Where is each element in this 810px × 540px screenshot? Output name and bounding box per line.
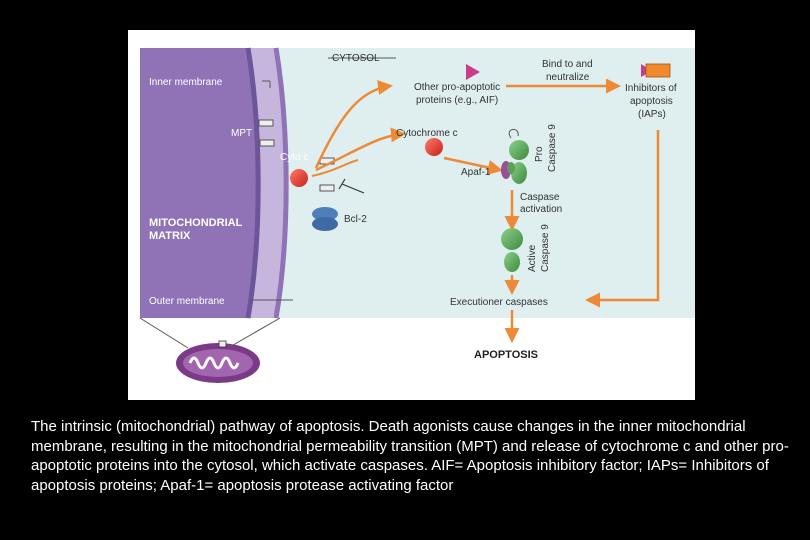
executioner-caspases-label: Executioner caspases [450, 297, 548, 308]
bind-neutralize-label-line2: neutralize [546, 72, 590, 83]
arrow-to-cytochrome-c [315, 127, 406, 172]
active-caspase9-label-line1: Active [527, 244, 538, 272]
caspase-activation-label-line2: activation [520, 204, 562, 215]
cytochrome-c-label: Cytochrome c [396, 128, 458, 139]
bcl2-label: Bcl-2 [344, 214, 367, 225]
iaps-label-line1: Inhibitors of [625, 83, 677, 94]
other-proapoptotic-label-line2: proteins (e.g., AIF) [416, 95, 498, 106]
arrow-iaps-to-executioner [585, 130, 660, 308]
arrow-cytc-to-apaf [443, 156, 503, 175]
active-caspase-9-protein [501, 228, 523, 272]
outer-membrane [273, 47, 289, 319]
outer-membrane-label: Outer membrane [149, 296, 225, 307]
matrix-region [140, 48, 259, 318]
arrow-cytc-release [311, 159, 359, 177]
mitochondrion-inset [139, 317, 281, 383]
matrix-label-line1: MITOCHONDRIAL [149, 217, 243, 229]
arrow-to-other-proteins [314, 80, 393, 169]
cyto-c-label: Cyto c [280, 152, 308, 163]
pro-caspase9-label-line2: Caspase 9 [547, 124, 558, 172]
apaf1-label: Apaf-1 [461, 167, 491, 178]
other-proapoptotic-label-line1: Other pro-apoptotic [414, 82, 500, 93]
inner-membrane-label: Inner membrane [149, 77, 223, 88]
iaps-label-line3: (IAPs) [638, 109, 666, 120]
inner-membrane [245, 47, 261, 319]
mpt-pore [259, 139, 275, 147]
active-caspase9-label-line2: Caspase 9 [540, 224, 551, 272]
bind-neutralize-label-line1: Bind to and [542, 59, 593, 70]
apoptosis-label: APOPTOSIS [474, 349, 538, 361]
bcl2-inhibition-line [341, 183, 365, 194]
caspase-activation-label-line1: Caspase [520, 192, 560, 203]
bcl2-protein [312, 207, 338, 231]
pro-caspase-9-protein [507, 129, 529, 184]
outer-pore [319, 184, 335, 192]
iaps-label-line2: apoptosis [630, 96, 673, 107]
mpt-pore [258, 119, 274, 127]
cytochrome-c-sphere [425, 138, 443, 156]
cytosol-label: CYTOSOL [332, 53, 380, 64]
pro-apoptotic-protein-triangle [466, 64, 480, 80]
apoptosis-pathway-figure: CYTOSOL Inner membrane MPT Cyto c MITOCH… [128, 30, 695, 400]
pro-caspase9-label-line1: Pro [534, 146, 545, 162]
mpt-label: MPT [231, 128, 252, 139]
matrix-label-line2: MATRIX [149, 230, 191, 242]
bcl2-inhibition-bar [338, 178, 346, 190]
cytochrome-c-molecule [290, 169, 308, 187]
figure-caption: The intrinsic (mitochondrial) pathway of… [31, 418, 789, 494]
iap-box [645, 63, 671, 78]
